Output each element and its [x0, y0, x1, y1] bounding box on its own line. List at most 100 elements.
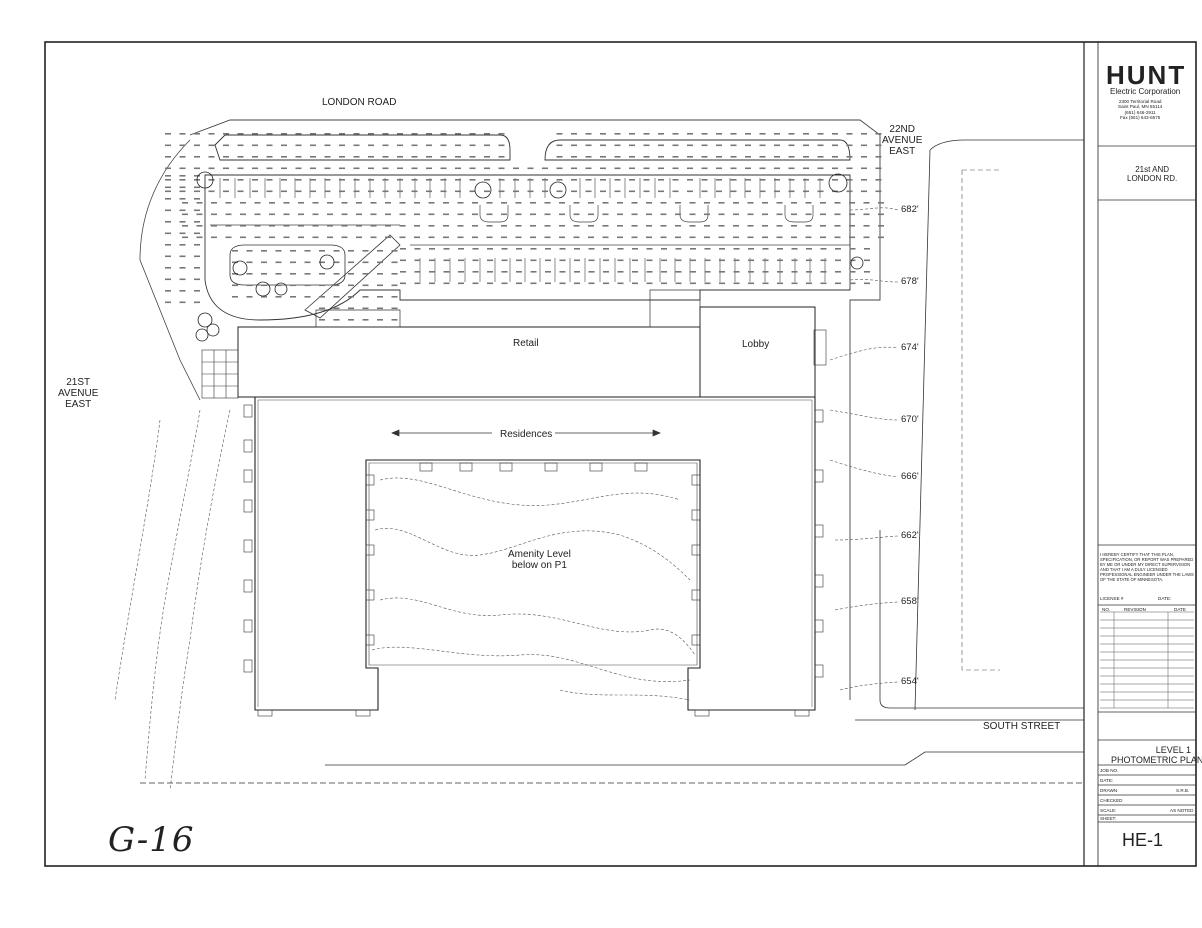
photometric-point — [266, 190, 273, 193]
photometric-point — [777, 271, 783, 273]
photometric-point — [573, 213, 580, 216]
photometric-point — [179, 198, 186, 200]
parking-stalls-top — [219, 178, 821, 198]
photometric-point — [817, 133, 824, 135]
photometric-point — [295, 133, 302, 135]
photometric-point — [585, 156, 592, 158]
photometric-point — [341, 236, 348, 239]
photometric-point — [455, 190, 461, 193]
photometric-point — [356, 202, 362, 204]
photometric-point — [194, 133, 200, 135]
photometric-point — [426, 156, 432, 158]
photometric-point — [194, 156, 200, 158]
photometric-point — [484, 144, 490, 147]
photometric-point — [571, 190, 577, 193]
photometric-point — [356, 213, 362, 216]
photometric-point — [472, 236, 478, 239]
photometric-point — [382, 156, 389, 158]
photometric-point — [745, 156, 751, 158]
photometric-point — [269, 236, 275, 239]
photometric-point — [281, 179, 287, 181]
photometric-point — [527, 190, 534, 193]
photometric-point — [658, 190, 664, 193]
photometric-point — [348, 273, 354, 275]
photometric-point — [414, 282, 421, 285]
photometric-point — [556, 133, 563, 135]
photometric-point — [370, 236, 377, 239]
photometric-point — [690, 282, 696, 285]
photometric-point — [458, 259, 464, 262]
photometric-point — [382, 144, 389, 147]
contour-label: 666' — [901, 471, 919, 482]
photometric-point — [719, 282, 725, 285]
photometric-point — [469, 133, 476, 135]
photometric-point — [266, 156, 273, 158]
photometric-point — [559, 236, 565, 239]
photometric-point — [194, 244, 200, 246]
photometric-point — [196, 213, 203, 216]
photometric-point — [179, 301, 186, 304]
photometric-point — [269, 202, 275, 204]
revisions-header-no: NO. — [1102, 607, 1111, 612]
field-sheet-label: SHEET: — [1100, 816, 1117, 821]
photometric-point — [762, 271, 769, 273]
photometric-point — [574, 248, 580, 250]
photometric-point — [849, 248, 856, 250]
photometric-point — [515, 236, 522, 239]
title-block-grid — [1098, 145, 1196, 823]
photometric-point — [834, 225, 841, 227]
photometric-grid — [165, 133, 884, 321]
photometric-point — [559, 248, 566, 250]
photometric-point — [718, 236, 725, 239]
photometric-point — [600, 144, 606, 147]
photometric-point — [646, 225, 652, 227]
photometric-point — [747, 225, 754, 227]
photometric-point — [283, 202, 290, 204]
photometric-point — [377, 273, 383, 275]
photometric-point — [701, 144, 708, 147]
photometric-point — [165, 175, 171, 177]
photometric-point — [701, 167, 708, 170]
photometric-point — [603, 271, 609, 273]
photometric-point — [733, 202, 739, 204]
photometric-point — [368, 167, 374, 170]
photometric-point — [660, 202, 667, 204]
photometric-point — [544, 202, 551, 204]
photometric-point — [672, 133, 679, 135]
photometric-point — [545, 271, 551, 273]
photometric-point — [179, 144, 186, 147]
photometric-point — [527, 167, 534, 170]
photometric-point — [362, 261, 369, 264]
photometric-point — [574, 271, 580, 273]
photometric-point — [165, 301, 171, 304]
photometric-point — [208, 190, 215, 193]
photometric-point — [545, 282, 551, 285]
photometric-point — [194, 175, 200, 177]
photometric-point — [266, 133, 273, 135]
photometric-point — [875, 190, 882, 193]
photometric-point — [319, 296, 325, 298]
photometric-point — [733, 248, 740, 250]
photometric-point — [776, 225, 783, 227]
photometric-point — [455, 179, 461, 181]
photometric-point — [774, 190, 780, 193]
photometric-point — [643, 144, 650, 147]
field-scale-value: AS NOTED — [1170, 808, 1194, 813]
photometric-point — [443, 202, 449, 204]
photometric-point — [759, 167, 766, 170]
photometric-point — [428, 202, 435, 204]
photometric-point — [411, 144, 418, 147]
photometric-point — [414, 213, 420, 216]
photometric-point — [718, 225, 725, 227]
photometric-point — [246, 273, 253, 275]
photometric-point — [646, 259, 653, 262]
photometric-point — [658, 179, 664, 181]
photometric-point — [791, 202, 797, 204]
photometric-point — [498, 167, 505, 170]
photometric-point — [774, 133, 780, 135]
sheet-border — [44, 41, 1197, 867]
photometric-point — [194, 232, 200, 235]
photometric-point — [585, 144, 592, 147]
photometric-point — [600, 133, 606, 135]
photometric-point — [458, 248, 464, 250]
